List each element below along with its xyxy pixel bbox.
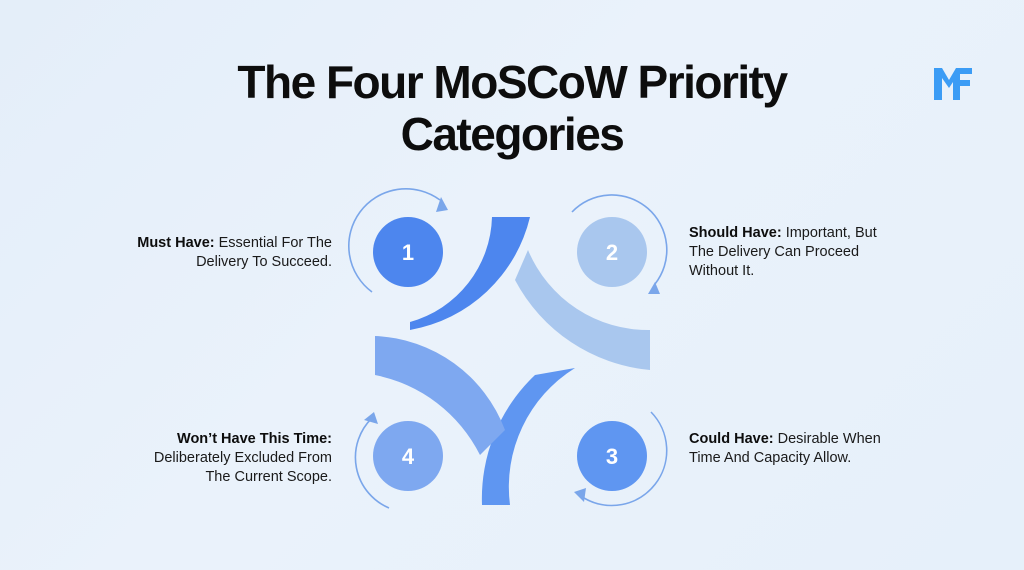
must-have-description: Must Have: Essential For The Delivery To… [120,234,332,272]
circle-1-number: 1 [402,240,414,265]
title-line-2: Categories [400,108,625,160]
should-have-text: Important, But The Delivery Can Proceed … [689,225,877,279]
must-have-label: Must Have: [137,235,215,251]
should-band [515,250,650,370]
wont-band [375,336,505,455]
cycle-arrow-4 [354,412,390,509]
wont-have-label: Won’t Have This Time: [177,431,332,447]
title-line-1: The Four MoSCoW Priority [237,56,788,108]
should-have-description: Should Have: Important, But The Delivery… [689,224,889,281]
cycle-arrow-2 [571,194,668,294]
page-title: The Four MoSCoW Priority Categories [0,56,1024,160]
circle-1 [373,217,443,287]
circle-2-number: 2 [606,240,618,265]
should-have-label: Should Have: [689,225,782,241]
circle-2 [577,217,647,287]
must-band [410,217,530,330]
could-have-text: Desirable When Time And Capacity Allow. [689,431,881,466]
circle-3 [577,421,647,491]
circle-4-number: 4 [402,444,415,469]
circle-4 [373,421,443,491]
wont-have-description: Won’t Have This Time: Deliberately Exclu… [140,430,332,487]
cycle-arrow-1 [348,188,448,293]
wont-have-text: Deliberately Excluded From The Current S… [153,450,332,485]
mf-logo-icon [934,68,972,100]
cycle-arrow-3 [574,411,668,507]
could-band [481,368,575,505]
circle-3-number: 3 [606,444,618,469]
could-have-label: Could Have: [689,431,774,447]
could-have-description: Could Have: Desirable When Time And Capa… [689,430,889,468]
must-have-text: Essential For The Delivery To Succeed. [196,235,332,270]
